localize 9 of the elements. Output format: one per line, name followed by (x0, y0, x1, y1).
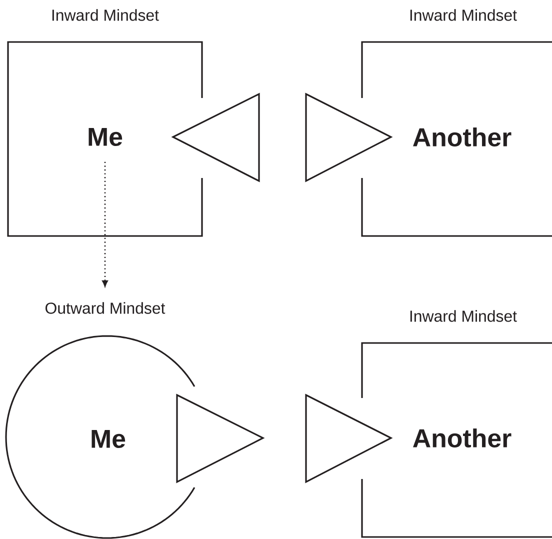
heading: Outward Mindset (46, 302, 166, 314)
arrow (102, 162, 108, 287)
heading: Inward Mindset (52, 9, 159, 21)
heading: Inward Mindset (410, 9, 517, 21)
node-label: Me (88, 128, 122, 146)
node-label: Another (413, 428, 512, 448)
node-label: Me (92, 430, 126, 448)
node-label: Another (413, 128, 512, 146)
heading: Inward Mindset (410, 310, 517, 322)
